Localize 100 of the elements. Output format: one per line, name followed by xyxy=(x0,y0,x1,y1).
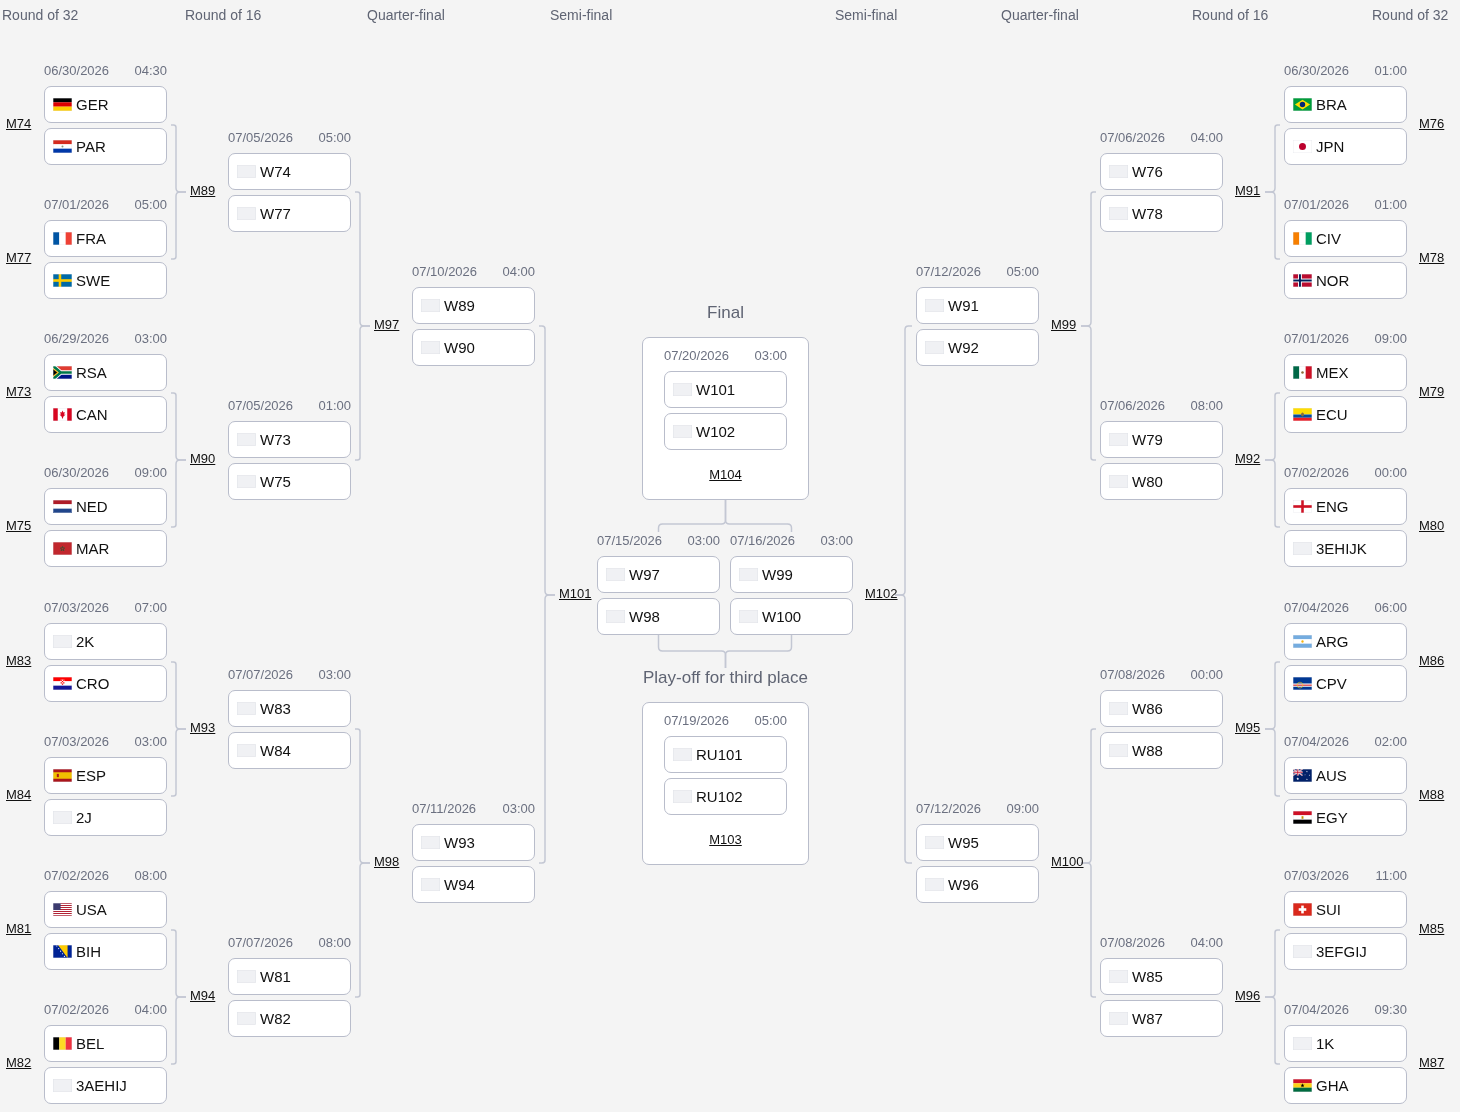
team-label: FRA xyxy=(76,229,106,248)
match-date: 07/12/2026 xyxy=(916,800,982,818)
team-label: ESP xyxy=(76,766,106,785)
match-date: 07/02/2026 xyxy=(44,1001,110,1019)
team-label: W78 xyxy=(1132,204,1163,223)
bracket-line xyxy=(724,499,793,533)
team-slot xyxy=(228,195,351,232)
match-date: 07/03/2026 xyxy=(44,733,110,751)
team-label: BIH xyxy=(76,942,101,961)
team-label: W84 xyxy=(260,741,291,760)
match-date: 07/08/2026 xyxy=(1100,934,1166,952)
team-label: ECU xyxy=(1316,405,1348,424)
team-slot xyxy=(44,623,167,660)
match-date: 07/06/2026 xyxy=(1100,129,1166,147)
match-code: M96 xyxy=(1235,988,1261,1004)
team-slot xyxy=(1100,958,1223,995)
match-date: 07/01/2026 xyxy=(44,196,110,214)
team-label: SUI xyxy=(1316,900,1341,919)
team-label: 3EFGIJ xyxy=(1316,942,1367,961)
match-time: 00:00 xyxy=(1374,464,1407,482)
bracket-line xyxy=(170,728,187,797)
team-slot xyxy=(1100,195,1223,232)
team-slot xyxy=(228,1000,351,1037)
team-slot xyxy=(1284,623,1407,660)
team-label: W92 xyxy=(948,338,979,357)
match-date: 07/05/2026 xyxy=(228,129,294,147)
match-time: 11:00 xyxy=(1375,867,1407,885)
match-date: 06/29/2026 xyxy=(44,330,110,348)
match-code: M97 xyxy=(374,317,400,333)
team-slot xyxy=(1100,421,1223,458)
match-time: 06:00 xyxy=(1374,599,1407,617)
match-date: 07/05/2026 xyxy=(228,397,294,415)
match-date: 07/07/2026 xyxy=(228,666,294,684)
team-slot xyxy=(1284,220,1407,257)
match-code: M82 xyxy=(6,1055,32,1071)
match-code: M90 xyxy=(190,451,216,467)
match-code: M89 xyxy=(190,183,216,199)
team-slot xyxy=(44,665,167,702)
team-slot xyxy=(44,757,167,794)
bracket-line xyxy=(170,191,187,260)
team-label: EGY xyxy=(1316,808,1348,827)
match-time: 03:00 xyxy=(134,733,167,751)
team-slot xyxy=(1284,933,1407,970)
match-time: 03:00 xyxy=(318,666,351,684)
match-date: 07/06/2026 xyxy=(1100,397,1166,415)
match-code: M81 xyxy=(6,921,32,937)
team-slot xyxy=(412,329,535,366)
match-time: 09:30 xyxy=(1374,1001,1407,1019)
match-date: 07/04/2026 xyxy=(1284,599,1350,617)
team-label: 3AEHIJ xyxy=(76,1076,127,1095)
match-time: 02:00 xyxy=(1374,733,1407,751)
team-label: W93 xyxy=(444,833,475,852)
team-label: W85 xyxy=(1132,967,1163,986)
team-label: CIV xyxy=(1316,229,1341,248)
match-date: 06/30/2026 xyxy=(1284,62,1350,80)
team-slot xyxy=(1284,86,1407,123)
team-slot xyxy=(44,86,167,123)
match-date: 07/12/2026 xyxy=(916,263,982,281)
team-slot xyxy=(1284,799,1407,836)
bracket-line xyxy=(724,634,793,669)
team-label: W87 xyxy=(1132,1009,1163,1028)
team-label: JPN xyxy=(1316,137,1345,156)
match-date: 07/08/2026 xyxy=(1100,666,1166,684)
team-slot xyxy=(664,736,787,773)
match-code: M102 xyxy=(865,586,898,602)
match-time: 04:00 xyxy=(134,1001,167,1019)
team-slot xyxy=(1284,396,1407,433)
team-label: CAN xyxy=(76,405,108,424)
match-date: 07/07/2026 xyxy=(228,934,294,952)
match-code: M79 xyxy=(1419,384,1445,400)
team-label: ENG xyxy=(1316,497,1349,516)
bracket-line xyxy=(538,594,556,864)
team-label: W91 xyxy=(948,296,979,315)
bracket-line xyxy=(1080,325,1097,461)
team-slot xyxy=(664,371,787,408)
column-heading: Round of 16 xyxy=(1192,6,1269,24)
team-slot xyxy=(44,933,167,970)
match-time: 05:00 xyxy=(754,712,787,730)
team-label: GHA xyxy=(1316,1076,1349,1095)
match-time: 07:00 xyxy=(134,599,167,617)
team-slot xyxy=(228,732,351,769)
team-label: MAR xyxy=(76,539,110,558)
team-slot xyxy=(228,958,351,995)
team-slot xyxy=(44,396,167,433)
team-slot xyxy=(44,354,167,391)
match-code: M76 xyxy=(1419,116,1445,132)
team-label: W83 xyxy=(260,699,291,718)
match-time: 09:00 xyxy=(134,464,167,482)
bracket-line xyxy=(1080,862,1097,998)
team-slot xyxy=(1284,891,1407,928)
team-slot xyxy=(1100,1000,1223,1037)
team-label: W100 xyxy=(762,607,802,626)
team-slot xyxy=(228,153,351,190)
team-label: W76 xyxy=(1132,162,1163,181)
match-date: 06/30/2026 xyxy=(44,464,110,482)
team-label: 2K xyxy=(76,632,95,651)
match-time: 04:00 xyxy=(1190,129,1223,147)
match-date: 07/16/2026 xyxy=(730,532,796,550)
team-label: ARG xyxy=(1316,632,1349,651)
team-slot xyxy=(730,598,853,635)
